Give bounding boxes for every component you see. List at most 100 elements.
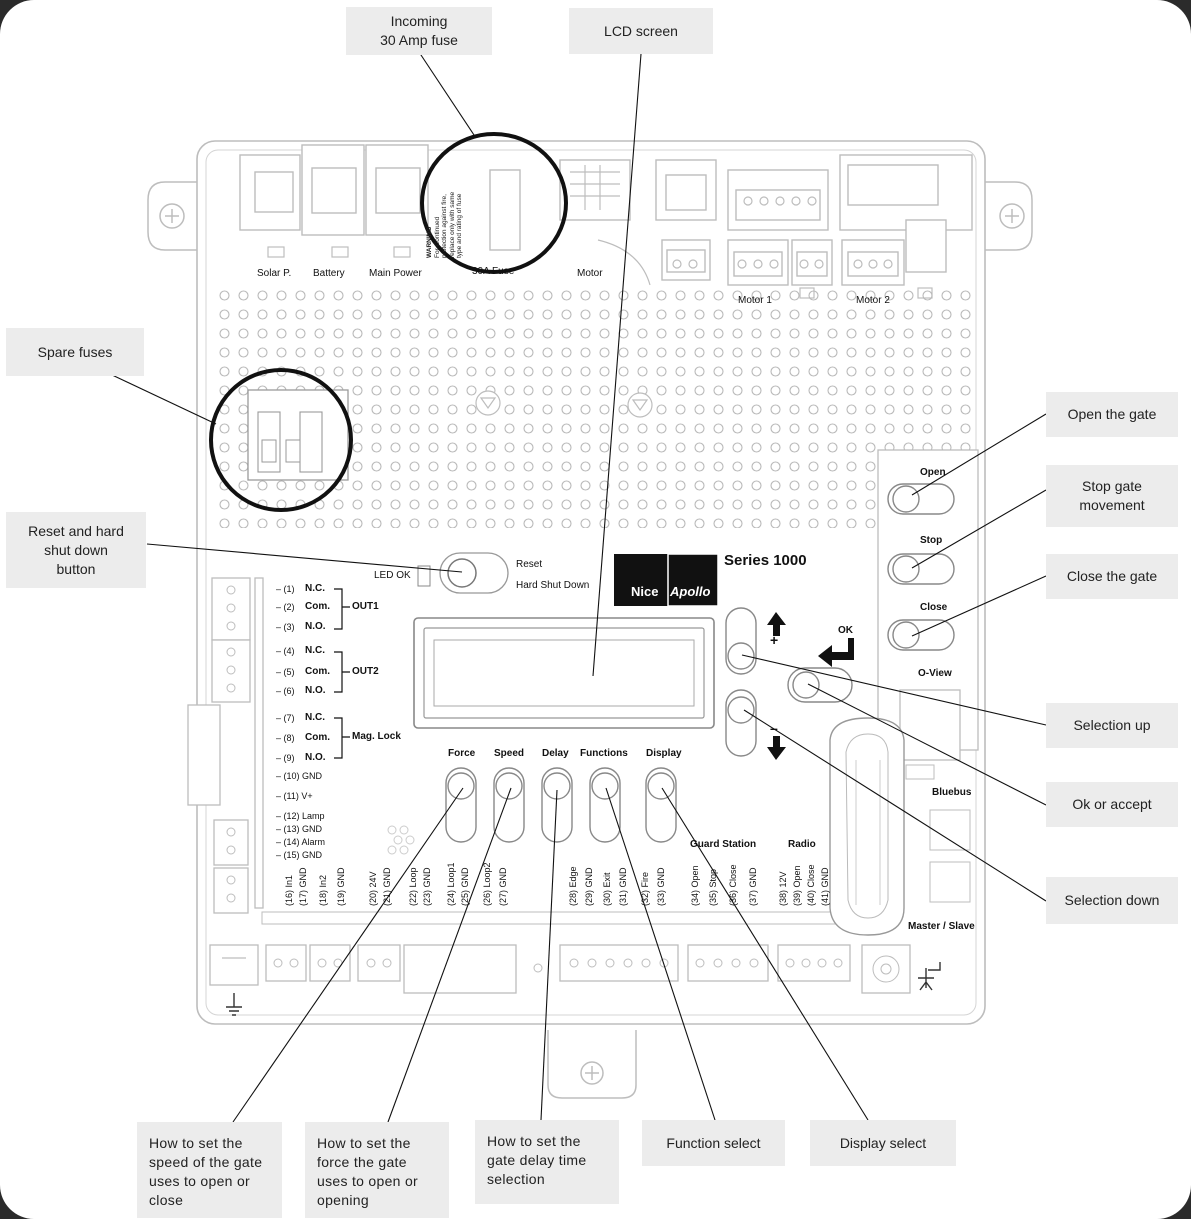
antenna-symbol-icon: [918, 962, 941, 991]
terminal-2-num: – (2): [276, 602, 295, 612]
bottom-terminal-39: (39) Open: [792, 865, 802, 906]
mounting-ear-right: [980, 181, 1033, 251]
label-motor-2: Motor 2: [856, 295, 890, 306]
bottom-terminal-27: (27) GND: [498, 867, 508, 906]
terminal-5-name: Com.: [305, 666, 330, 677]
terminal-8-num: – (8): [276, 733, 295, 743]
minus-label: –: [770, 720, 778, 736]
terminal-11: – (11) V+: [276, 791, 313, 801]
terminal-8-name: Com.: [305, 732, 330, 743]
bottom-terminal-22: (22) Loop: [408, 867, 418, 906]
bottom-terminal-23: (23) GND: [422, 867, 432, 906]
display-button-label: Display: [646, 748, 682, 759]
callout-close-gate: Close the gate: [1046, 554, 1178, 599]
label-motor: Motor: [577, 268, 603, 279]
callout-force: How to set the force the gate uses to op…: [305, 1122, 449, 1218]
leader-lines: [109, 51, 1047, 1123]
terminal-6-num: – (6): [276, 686, 295, 696]
bottom-terminal-40: (40) Close: [806, 864, 816, 906]
terminal-9-name: N.O.: [305, 752, 326, 763]
callout-spare-fuses: Spare fuses: [6, 328, 144, 376]
terminal-15: – (15) GND: [276, 850, 323, 860]
terminal-14: – (14) Alarm: [276, 837, 326, 847]
callout-speed: How to set the speed of the gate uses to…: [137, 1122, 282, 1218]
callout-reset-button: Reset and hard shut down button: [6, 512, 146, 588]
bottom-terminal-35: (35) Stop: [708, 868, 718, 906]
bottom-terminal-26: (26) Loop2: [482, 862, 492, 906]
bottom-terminal-19: (19) GND: [336, 867, 346, 906]
mag-lock-label: Mag. Lock: [352, 731, 401, 742]
terminal-6-name: N.O.: [305, 685, 326, 696]
bottom-terminal-20: (20) 24V: [368, 871, 378, 906]
callout-function-select: Function select: [642, 1120, 785, 1166]
label-main-power: Main Power: [369, 268, 422, 279]
out2-label: OUT2: [352, 666, 379, 677]
bottom-terminal-18: (18) In2: [318, 874, 328, 906]
warning-line-1: WARNING: [426, 226, 433, 258]
callout-selection-up: Selection up: [1046, 703, 1178, 748]
label-30a-fuse: 30A Fuse: [472, 266, 515, 277]
warning-line-3: protection against fire,: [441, 194, 448, 258]
callout-stop-gate: Stop gate movement: [1046, 465, 1178, 527]
fuse-warning-text: WARNING For Continued protection against…: [426, 168, 464, 258]
force-button-label: Force: [448, 748, 476, 759]
warning-line-5: type and rating of fuse: [456, 193, 463, 258]
callout-lcd-screen: LCD screen: [569, 8, 713, 54]
enter-arrow-icon: [818, 638, 854, 667]
bottom-terminal-29: (29) GND: [584, 867, 594, 906]
terminal-4-num: – (4): [276, 646, 295, 656]
bottom-terminal-38: (38) 12V: [778, 871, 788, 906]
out1-label: OUT1: [352, 601, 379, 612]
terminal-10: – (10) GND: [276, 771, 323, 781]
plus-label: +: [770, 632, 779, 648]
terminal-5-num: – (5): [276, 667, 295, 677]
arrow-down-icon: [767, 736, 786, 760]
function-buttons: [445, 767, 677, 843]
bottom-terminal-31: (31) GND: [618, 867, 628, 906]
brand-nice: Nice: [631, 584, 659, 599]
terminal-12: – (12) Lamp: [276, 811, 325, 821]
callout-open-gate: Open the gate: [1046, 392, 1178, 437]
arrow-up-icon: [767, 612, 786, 636]
label-solar: Solar P.: [257, 268, 292, 279]
bottom-terminal-37: (37) GND: [748, 867, 758, 906]
bottom-terminal-32: (32) Fire: [640, 871, 650, 906]
series-label: Series 1000: [724, 552, 807, 569]
bottom-terminal-28: (28) Edge: [568, 866, 578, 906]
bottom-connectors: [209, 944, 911, 994]
spare-fuse-highlight-circle: [209, 368, 353, 512]
bottom-terminal-34: (34) Open: [690, 865, 700, 906]
label-led-ok: LED OK: [374, 570, 411, 581]
fuse-highlight-circle: [420, 132, 568, 274]
label-battery: Battery: [313, 268, 345, 279]
speed-button-label: Speed: [494, 748, 525, 759]
bottom-terminal-21: (21) GND: [382, 867, 392, 906]
stop-button-label: Stop: [920, 535, 943, 546]
warning-line-2: For Continued: [433, 216, 441, 258]
ok-label: OK: [838, 625, 853, 636]
bottom-terminal-16: (16) In1: [284, 874, 294, 906]
left-terminal-blocks: [187, 577, 264, 914]
brand-apollo: Apollo: [670, 584, 711, 599]
reset-button-label: Reset: [516, 559, 543, 570]
terminal-4-name: N.C.: [305, 645, 325, 656]
callout-selection-down: Selection down: [1046, 877, 1178, 924]
callout-incoming-fuse: Incoming 30 Amp fuse: [346, 7, 492, 55]
open-button-label: Open: [920, 467, 946, 478]
bottom-terminal-25: (25) GND: [460, 867, 470, 906]
mounting-ear-bottom: [547, 1030, 637, 1099]
nice-apollo-logo: [614, 554, 718, 606]
top-connectors: [239, 144, 973, 286]
callout-display-select: Display select: [810, 1120, 956, 1166]
lcd-screen: [413, 617, 715, 729]
close-button-label: Close: [920, 602, 948, 613]
label-motor-1: Motor 1: [738, 295, 772, 306]
terminal-3-num: – (3): [276, 622, 295, 632]
terminal-3-name: N.O.: [305, 621, 326, 632]
terminal-1-name: N.C.: [305, 583, 325, 594]
terminal-1-num: – (1): [276, 584, 295, 594]
bottom-terminal-36: (36) Close: [728, 864, 738, 906]
ground-symbol-icon: [226, 993, 242, 1016]
